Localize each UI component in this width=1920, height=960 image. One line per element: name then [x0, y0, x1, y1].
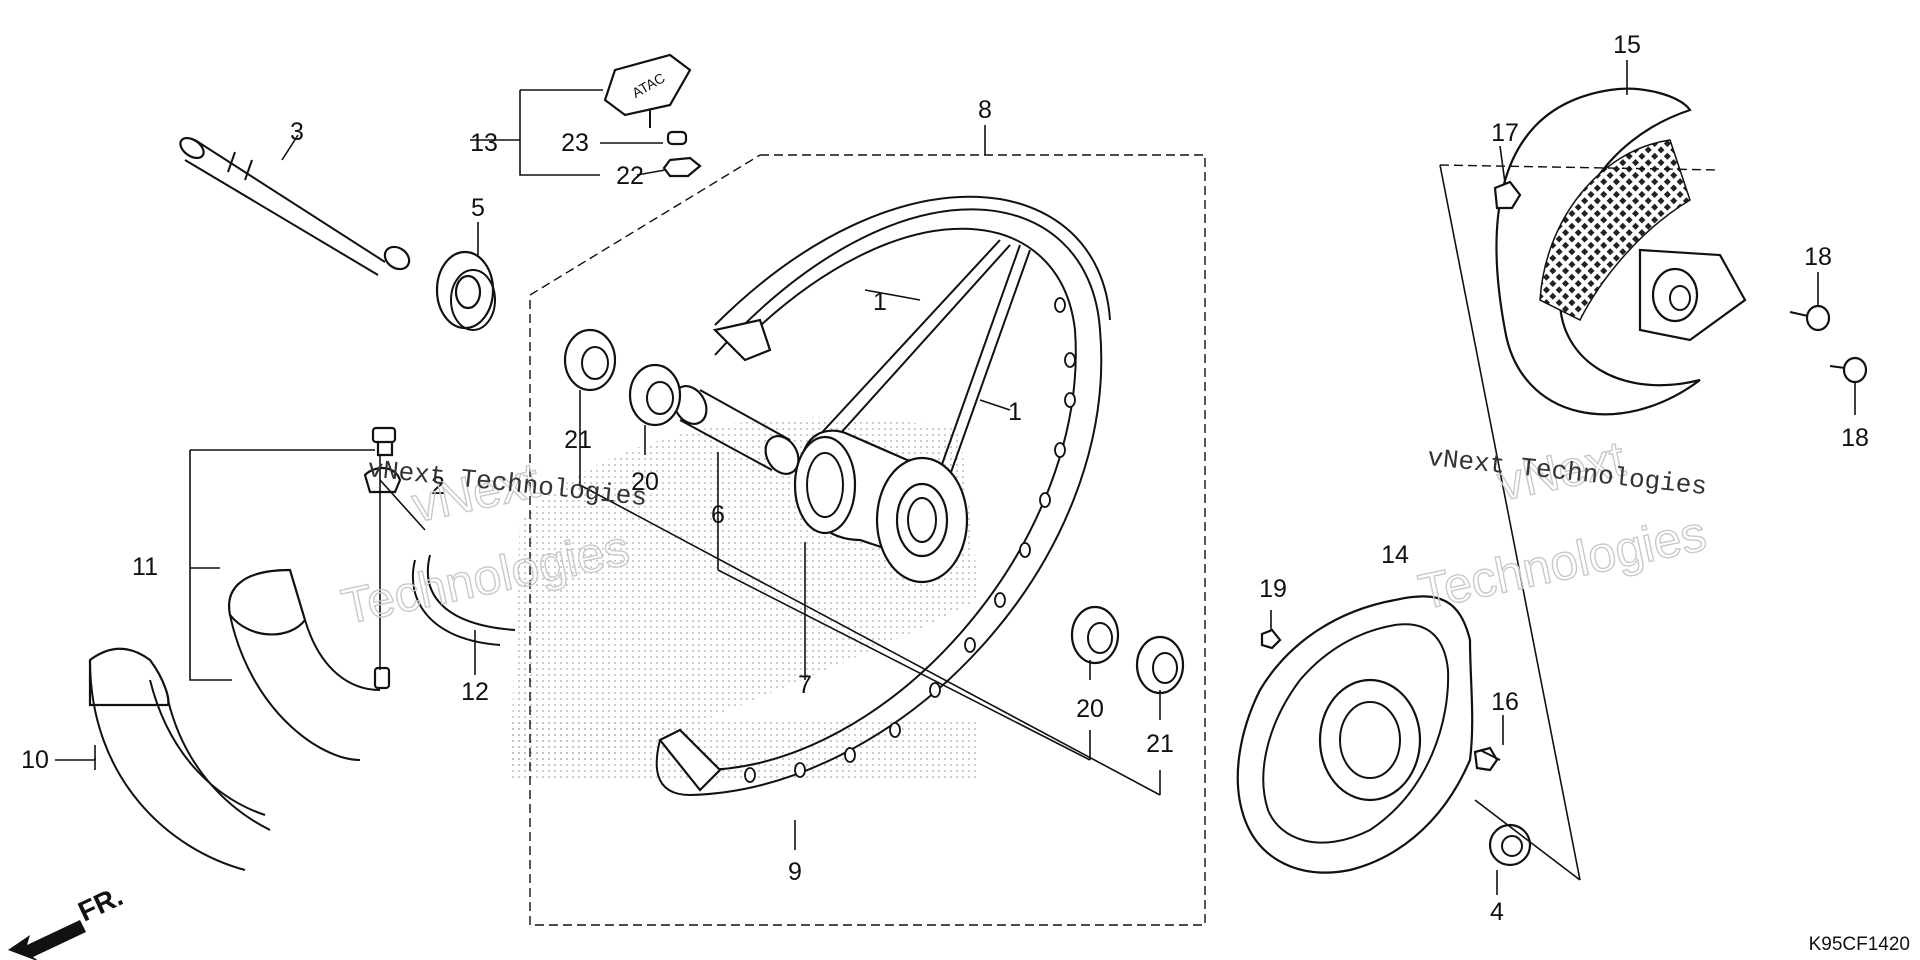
collar-part — [435, 250, 496, 331]
axle-holder-part: ATAC — [603, 53, 702, 178]
part-number-23: 23 — [561, 129, 589, 157]
part-number-21-left: 21 — [564, 426, 592, 454]
bearing-parts-left — [563, 328, 682, 427]
diagram-code: K95CF1420 — [1809, 934, 1910, 955]
part-number-16: 16 — [1491, 688, 1519, 716]
hub-part — [793, 429, 969, 584]
part-number-6: 6 — [711, 501, 725, 529]
part-number-18-upper: 18 — [1804, 243, 1832, 271]
front-direction-indicator: FR. — [8, 880, 127, 960]
part-number-8: 8 — [978, 96, 992, 124]
leader-lines — [55, 60, 1856, 895]
part-number-17: 17 — [1491, 119, 1519, 147]
rim-band-part — [411, 554, 516, 646]
tube-part — [228, 426, 402, 761]
bolt-parts — [1260, 180, 1868, 867]
part-number-3: 3 — [290, 118, 304, 146]
part-number-11: 11 — [132, 553, 158, 581]
wheel-assembly-outline — [529, 125, 1206, 926]
part-number-5: 5 — [471, 194, 485, 222]
watermark-right: vNext Technologies vNext Technologies — [1413, 429, 1712, 621]
distance-collar-part — [672, 385, 800, 475]
front-arrow-icon — [8, 920, 86, 960]
part-number-9: 9 — [788, 858, 802, 886]
svg-text:Technologies: Technologies — [1414, 505, 1711, 620]
part-number-19: 19 — [1259, 575, 1287, 603]
part-number-2: 2 — [431, 472, 445, 500]
disc-guard-part — [1495, 87, 1747, 416]
part-number-22: 22 — [616, 162, 644, 190]
part-number-1-upper: 1 — [873, 288, 887, 316]
part-number-14: 14 — [1381, 541, 1409, 569]
part-number-4: 4 — [1490, 898, 1504, 926]
front-label: FR. — [73, 880, 127, 927]
part-number-20-left: 20 — [631, 468, 659, 496]
wheel-rim-part — [655, 195, 1111, 797]
part-number-10: 10 — [21, 746, 49, 774]
part-number-7: 7 — [798, 671, 812, 699]
bearing-parts-right — [1070, 605, 1185, 695]
part-number-12: 12 — [461, 678, 489, 706]
part-number-21-right: 21 — [1146, 730, 1174, 758]
callout-labels: 3 5 13 23 22 8 1 1 21 20 6 7 2 11 12 10 … — [21, 31, 1869, 926]
axle-part — [179, 136, 411, 276]
spoke-holes — [744, 297, 1076, 783]
tire-part — [88, 647, 271, 871]
part-number-15: 15 — [1613, 31, 1641, 59]
part-number-18-lower: 18 — [1841, 424, 1869, 452]
part-number-13: 13 — [470, 129, 498, 157]
brake-disc-part — [1236, 595, 1474, 874]
part-number-1-lower: 1 — [1008, 398, 1022, 426]
part-number-20-right: 20 — [1076, 695, 1104, 723]
